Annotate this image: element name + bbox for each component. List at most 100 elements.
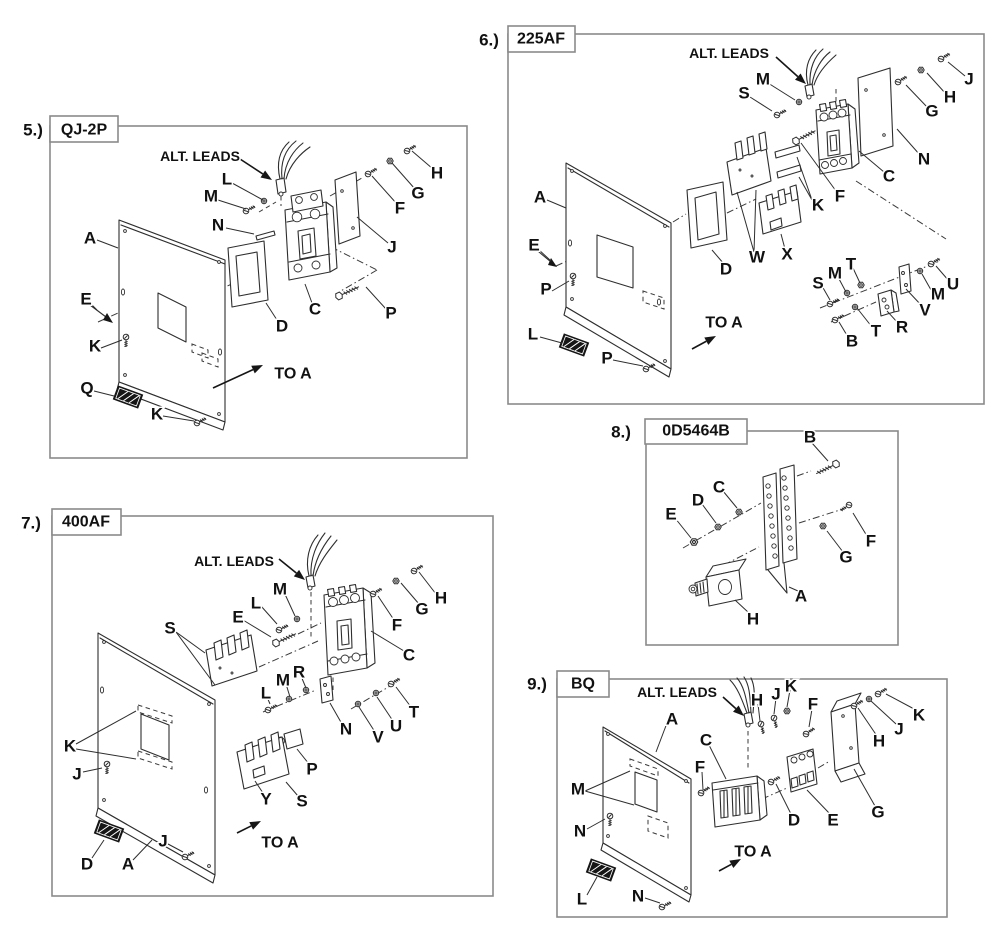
lead-e	[538, 251, 557, 267]
callout-label: A	[84, 229, 96, 248]
leader-line	[584, 790, 635, 806]
callout-label: K	[151, 405, 164, 424]
leader-line	[283, 591, 296, 617]
callout-label: ALT. LEADS	[689, 45, 769, 61]
screw-f-right	[801, 725, 817, 739]
terminal-block-e	[786, 748, 818, 793]
callout-label: K	[913, 706, 926, 725]
callout-label: K	[785, 677, 798, 696]
leader-line	[852, 267, 861, 284]
callout-label: W	[749, 248, 766, 267]
callout-label: N	[918, 150, 930, 169]
leader-line	[886, 310, 899, 324]
callout-label: M	[273, 580, 287, 599]
callout-label: C	[309, 300, 321, 319]
callout-label: F	[808, 695, 818, 714]
leader-line	[767, 82, 796, 101]
leader-line	[167, 843, 184, 853]
leader-line	[91, 839, 105, 859]
breaker-bezel	[686, 181, 728, 249]
callout-label: J	[158, 832, 167, 851]
insulator-plate	[857, 67, 894, 157]
leader-line	[242, 619, 272, 638]
plate-v	[898, 263, 912, 295]
callout-label: A	[666, 710, 678, 729]
terminal-strip-a	[762, 464, 798, 594]
callout-label: N	[340, 720, 352, 739]
callout-label: TO A	[734, 844, 772, 861]
screw-d	[766, 774, 782, 787]
callout-label: R	[293, 663, 305, 682]
callout-label: N	[574, 822, 586, 841]
finger-guard-s	[205, 629, 258, 687]
panel-title-box	[507, 25, 576, 53]
alt-leads-wires	[305, 532, 338, 591]
callout-label: N	[212, 216, 224, 235]
spacer-n	[255, 230, 276, 241]
leader-line	[905, 84, 929, 109]
arrow-head	[704, 336, 716, 345]
leader-line	[757, 703, 761, 722]
nameplate-l	[585, 858, 617, 882]
callout-label: U	[947, 275, 959, 294]
panel-7-drawing	[93, 532, 425, 884]
callout-label: V	[919, 301, 931, 320]
screw-h	[757, 720, 767, 735]
washer-j2	[865, 695, 873, 703]
leader-line	[266, 696, 271, 705]
leader-line	[75, 748, 137, 760]
callout-label: M	[204, 187, 218, 206]
callout-label: TO A	[274, 366, 312, 383]
figure-title: QJ-2P	[61, 122, 108, 139]
breaker-bezel	[227, 240, 269, 308]
callout-label: H	[944, 88, 956, 107]
leader-line	[82, 767, 103, 773]
callout-label: D	[81, 855, 93, 874]
screw-s	[772, 107, 788, 120]
screw-m	[241, 203, 257, 216]
leader-line	[175, 631, 216, 686]
screw-l2	[263, 702, 279, 715]
arrow-head	[260, 170, 272, 180]
nut-c	[735, 508, 743, 516]
washer-r	[302, 686, 310, 694]
figure-title: 225AF	[517, 31, 565, 48]
leader-line	[857, 707, 878, 737]
arrow-head	[795, 73, 806, 84]
callout-label: H	[873, 732, 885, 751]
screw-h	[409, 562, 425, 576]
nut-e	[689, 538, 699, 546]
panel-title-box	[49, 115, 119, 143]
callout-label: K	[64, 737, 77, 756]
leader-line	[586, 876, 598, 896]
callout-label: F	[695, 758, 705, 777]
callout-label: L	[577, 890, 587, 909]
leader-line	[300, 675, 307, 689]
screw-t	[386, 675, 402, 689]
leader-line	[304, 283, 313, 304]
leader-line	[806, 789, 831, 815]
leader-line	[644, 897, 661, 904]
panel-title-box	[51, 508, 122, 536]
leader-line	[821, 285, 831, 301]
panel-5-drawing	[89, 140, 418, 431]
leader-line	[411, 150, 434, 170]
barrier-strips-k	[774, 144, 802, 179]
leader-line	[947, 61, 966, 77]
callout-label: H	[435, 589, 447, 608]
callout-label: J	[72, 765, 81, 784]
leader-line	[885, 693, 917, 711]
arrow-head	[733, 705, 744, 716]
figure-number: 9.)	[527, 675, 547, 694]
leader-line	[391, 162, 416, 190]
screw-j	[936, 50, 952, 64]
leader-line	[800, 142, 837, 192]
leader-line	[371, 175, 398, 205]
leader-line	[722, 490, 738, 509]
callout-label: S	[812, 274, 823, 293]
callout-label: X	[781, 245, 793, 264]
mounting-panel	[95, 632, 216, 884]
callout-label: L	[528, 325, 538, 344]
callout-label: ALT. LEADS	[160, 148, 240, 164]
